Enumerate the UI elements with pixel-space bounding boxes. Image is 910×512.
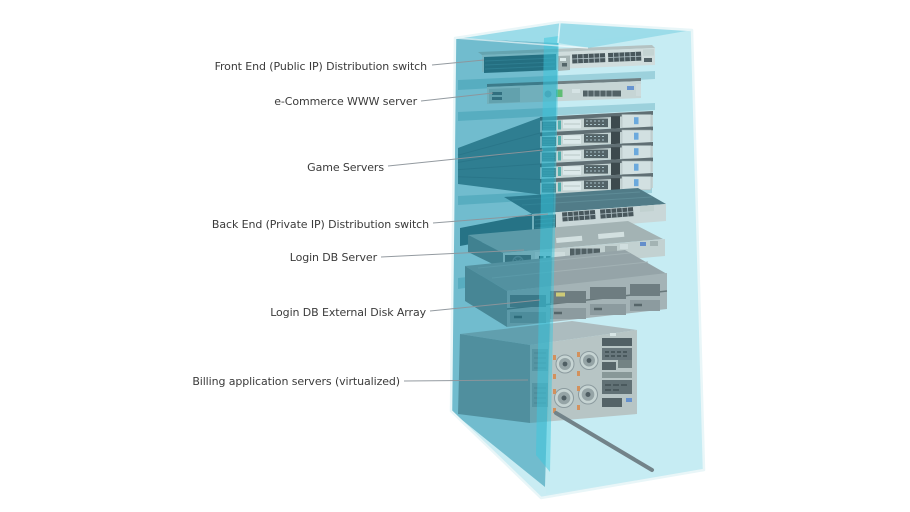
label-front-end-switch: Front End (Public IP) Distribution switc…	[214, 60, 428, 73]
label-ecommerce-server: e-Commerce WWW server	[274, 95, 417, 108]
cooling-fans	[554, 351, 599, 408]
connector-login-db-server	[380, 249, 525, 258]
glass-front-panel	[451, 38, 558, 487]
connector-ecommerce-server	[420, 92, 494, 102]
glass-right-panel	[546, 30, 704, 494]
connector-game-servers	[387, 149, 544, 167]
label-backend-switch: Back End (Private IP) Distribution switc…	[211, 218, 429, 231]
label-game-servers: Game Servers	[307, 161, 384, 174]
glass-top-panel	[455, 22, 692, 48]
connector-lines	[380, 59, 549, 382]
connector-front-end-switch	[431, 59, 485, 66]
connector-backend-switch	[432, 213, 549, 224]
label-login-db-disk-array: Login DB External Disk Array	[270, 306, 426, 319]
orange-handles	[553, 352, 580, 413]
connector-disk-array	[429, 299, 541, 312]
glass-corner-pillar	[536, 36, 559, 472]
label-login-db-server: Login DB Server	[289, 251, 377, 264]
power-cable	[554, 411, 654, 472]
connector-billing-servers	[403, 379, 529, 382]
rack-glass-panels	[449, 20, 706, 500]
label-billing-servers: Billing application servers (virtualized…	[192, 375, 400, 388]
